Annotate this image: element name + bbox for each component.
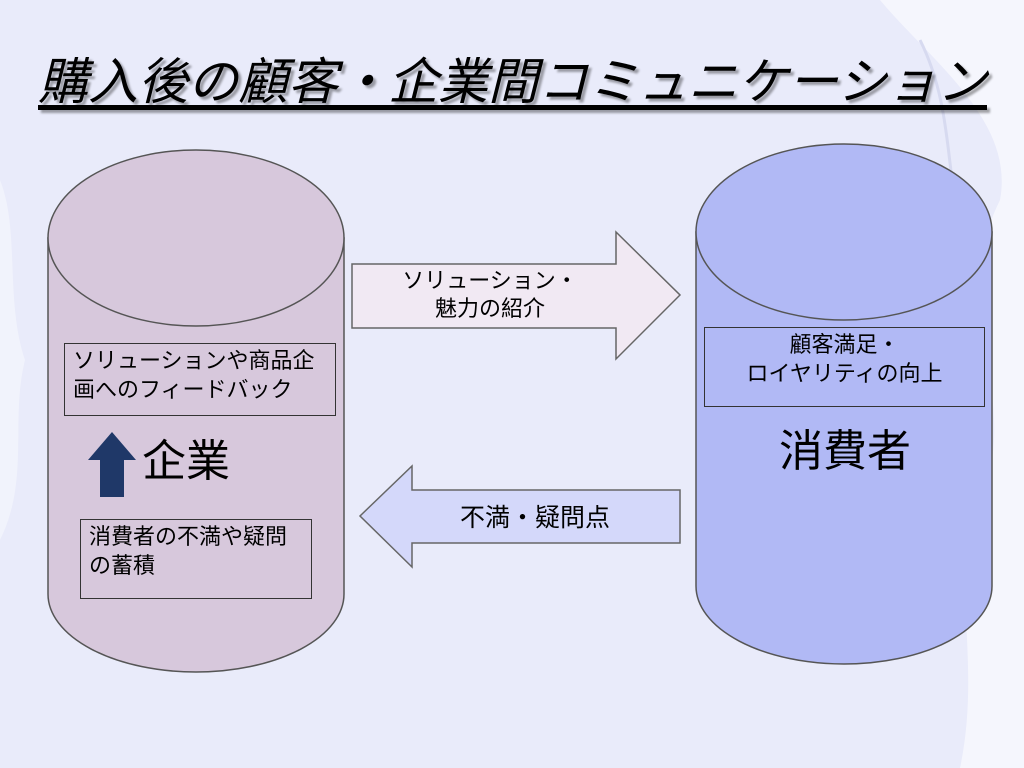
arrow-left-text: 不満・疑問点 xyxy=(459,503,610,532)
arrow-right-text: ソリューション・ 魅力の紹介 xyxy=(402,269,578,322)
arrow-right-solution xyxy=(351,230,682,361)
up-arrow-icon xyxy=(88,432,136,497)
consumer-cylinder xyxy=(695,143,993,665)
arrow-left-complaints xyxy=(358,464,681,569)
company-cylinder xyxy=(47,149,345,673)
company-feedback-box: ソリューションや商品企画へのフィードバック xyxy=(64,343,336,416)
consumer-label: 消費者 xyxy=(779,426,911,477)
slide-title: 購入後の顧客・企業間コミュニケーション xyxy=(38,53,987,111)
consumer-satisfaction-box: 顧客満足・ ロイヤリティの向上 xyxy=(704,327,985,407)
company-label: 企業 xyxy=(142,436,230,487)
company-accumulation-box: 消費者の不満や疑問の蓄積 xyxy=(80,519,312,599)
